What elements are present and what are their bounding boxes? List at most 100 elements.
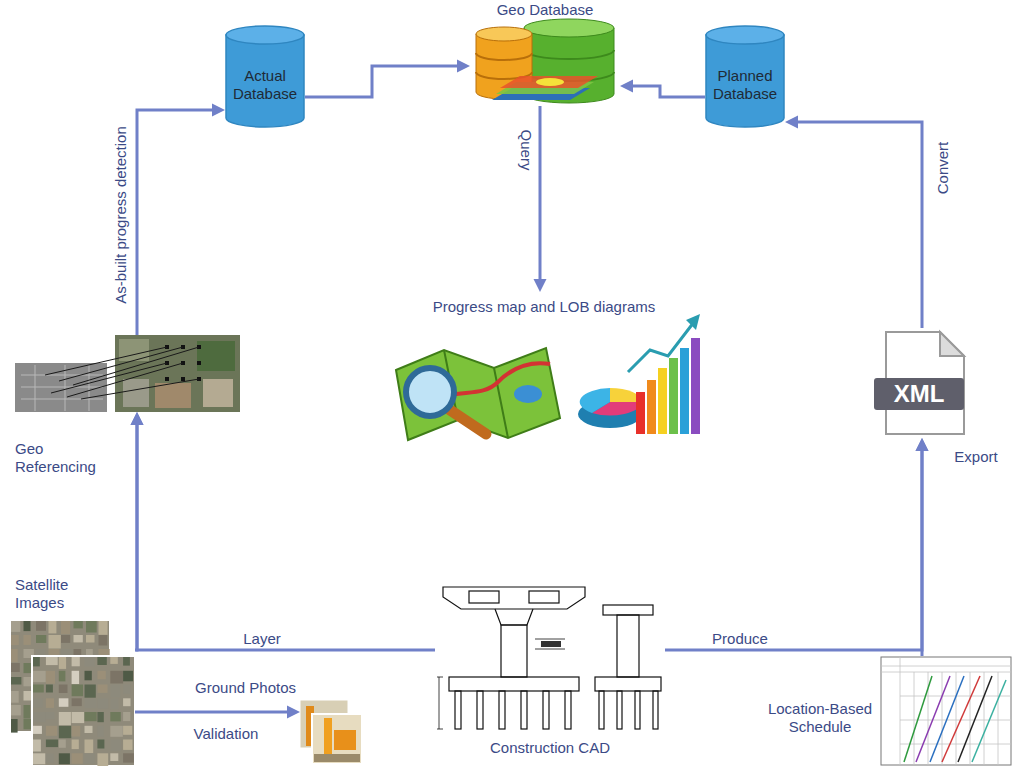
satellite-image-part (10, 620, 135, 766)
satellite-image-part-part (46, 726, 57, 736)
satellite-image-part-part (86, 635, 95, 643)
satellite-image-part-part (46, 712, 55, 719)
geo-database-part-part (476, 27, 532, 41)
flow-arrow (131, 412, 436, 650)
satellite-image-part-part (99, 635, 108, 646)
database-cylinder-part-part (706, 35, 784, 127)
satellite-image-part-part (59, 698, 69, 707)
satellite-image-part-part (85, 753, 95, 764)
node-label: Geo Referencing (15, 440, 110, 476)
satellite-image-part-part (123, 726, 132, 735)
cad-drawing-part-part-part (437, 639, 565, 729)
connector-line (795, 122, 922, 328)
satellite-image-part-part (46, 657, 58, 665)
flow-arrow (305, 60, 470, 98)
satellite-image-part-part (123, 740, 132, 750)
arrow-head (131, 412, 144, 425)
satellite-image-part-part (123, 753, 134, 762)
cad-drawing-part (435, 583, 665, 733)
connector-line (137, 422, 435, 650)
satellite-image-part-part (59, 712, 71, 725)
satellite-image-part-part (33, 740, 41, 752)
satellite-image-part-part (74, 635, 83, 642)
satellite-image-part-part (61, 621, 70, 634)
edge-label: Query (518, 128, 535, 173)
satellite-image-part-part (59, 685, 68, 694)
satellite-image-part-part (24, 635, 31, 645)
cad-drawing-part-part (541, 641, 561, 647)
satellite-image-part-part (59, 657, 66, 669)
georeferencing-image-part-part (115, 335, 240, 412)
cad-drawing-part-part-part (599, 691, 604, 729)
satellite-image-part-part (85, 685, 96, 698)
progress-illustration-part-part (580, 388, 610, 413)
satellite-image-part-part (59, 740, 66, 748)
node-label: Progress map and LOB diagrams (378, 298, 710, 316)
flow-arrow (916, 438, 929, 656)
node-label: Actual Database (233, 67, 297, 103)
satellite-image-part-part (85, 698, 97, 708)
cad-drawing: Construction CAD (435, 583, 665, 733)
ground-photo-part (300, 700, 362, 764)
satellite-image-part-part (123, 712, 130, 721)
satellite-image-part-part (46, 753, 54, 763)
cad-drawing-part-part-part (653, 691, 658, 729)
edge-label: Export (952, 448, 999, 465)
satellite-image-part-part (11, 705, 21, 715)
satellite-image-part-part (110, 753, 118, 761)
satellite-image-part-part (97, 753, 108, 766)
geo-database-part-part (524, 19, 614, 37)
database-cylinder: Actual Database (225, 25, 305, 128)
schedule-chart-part-part (904, 676, 932, 762)
satellite-image-part-part (72, 740, 79, 750)
satellite-image-part-part (33, 712, 46, 722)
cad-drawing-part-part-part (499, 691, 505, 729)
cad-drawing-part-part-part (469, 591, 499, 603)
satellite-image-part-part (11, 719, 18, 733)
progress-illustration-part-part (514, 385, 542, 403)
satellite-image-part-part (49, 621, 57, 633)
satellite-image-part-part (110, 698, 118, 709)
node-label: Ground Photos (195, 679, 296, 697)
geo-database-part-part (476, 53, 532, 79)
cad-drawing-part-part-part (495, 609, 533, 625)
arrow-head (785, 116, 798, 129)
arrow-head (457, 60, 470, 73)
cad-drawing-part-part-part (617, 691, 622, 729)
satellite-image-part-part (32, 656, 135, 766)
ground-photo-part-part (314, 754, 360, 762)
satellite-image-part-part (97, 685, 107, 693)
ground-photo-part-part (334, 730, 356, 750)
satellite-image: Satellite Images (10, 620, 135, 766)
georeferencing-image-part-part (197, 341, 235, 371)
node-label: XML (874, 380, 964, 408)
cad-drawing-part-part-part (603, 605, 653, 615)
satellite-image-part-part (74, 621, 83, 628)
satellite-image-part-part (49, 635, 61, 649)
satellite-image-part-part (110, 740, 121, 752)
satellite-image-part-part (72, 726, 81, 737)
satellite-image-part-part (72, 671, 80, 684)
satellite-image-part-part (11, 635, 19, 645)
satellite-image-part-part (33, 671, 46, 682)
schedule-chart-part-part (972, 680, 1006, 762)
progress-illustration-part-part (669, 358, 678, 434)
satellite-image-part-part (99, 621, 108, 635)
cad-drawing-part-part-part (529, 591, 559, 603)
database-cylinder-part-part (706, 26, 784, 44)
cad-drawing-part-part-part (501, 625, 527, 677)
connector-line (539, 106, 542, 282)
satellite-image-part-part (85, 712, 97, 721)
georeferencing-image: Geo Referencing (15, 335, 240, 412)
satellite-image-part-part (110, 685, 120, 698)
node-label: Location-Based Schedule (764, 700, 876, 736)
satellite-image-part-part (33, 685, 44, 693)
cad-drawing-part-part-part (521, 691, 527, 729)
database-cylinder-part-part (226, 35, 304, 127)
schedule-chart-part-part (881, 657, 1011, 765)
satellite-image-part-part (46, 671, 55, 684)
satellite-image-part-part (86, 621, 97, 633)
progress-illustration-part-part (628, 322, 694, 372)
connector-line (305, 66, 460, 97)
cad-drawing-part-part-part (635, 691, 640, 729)
